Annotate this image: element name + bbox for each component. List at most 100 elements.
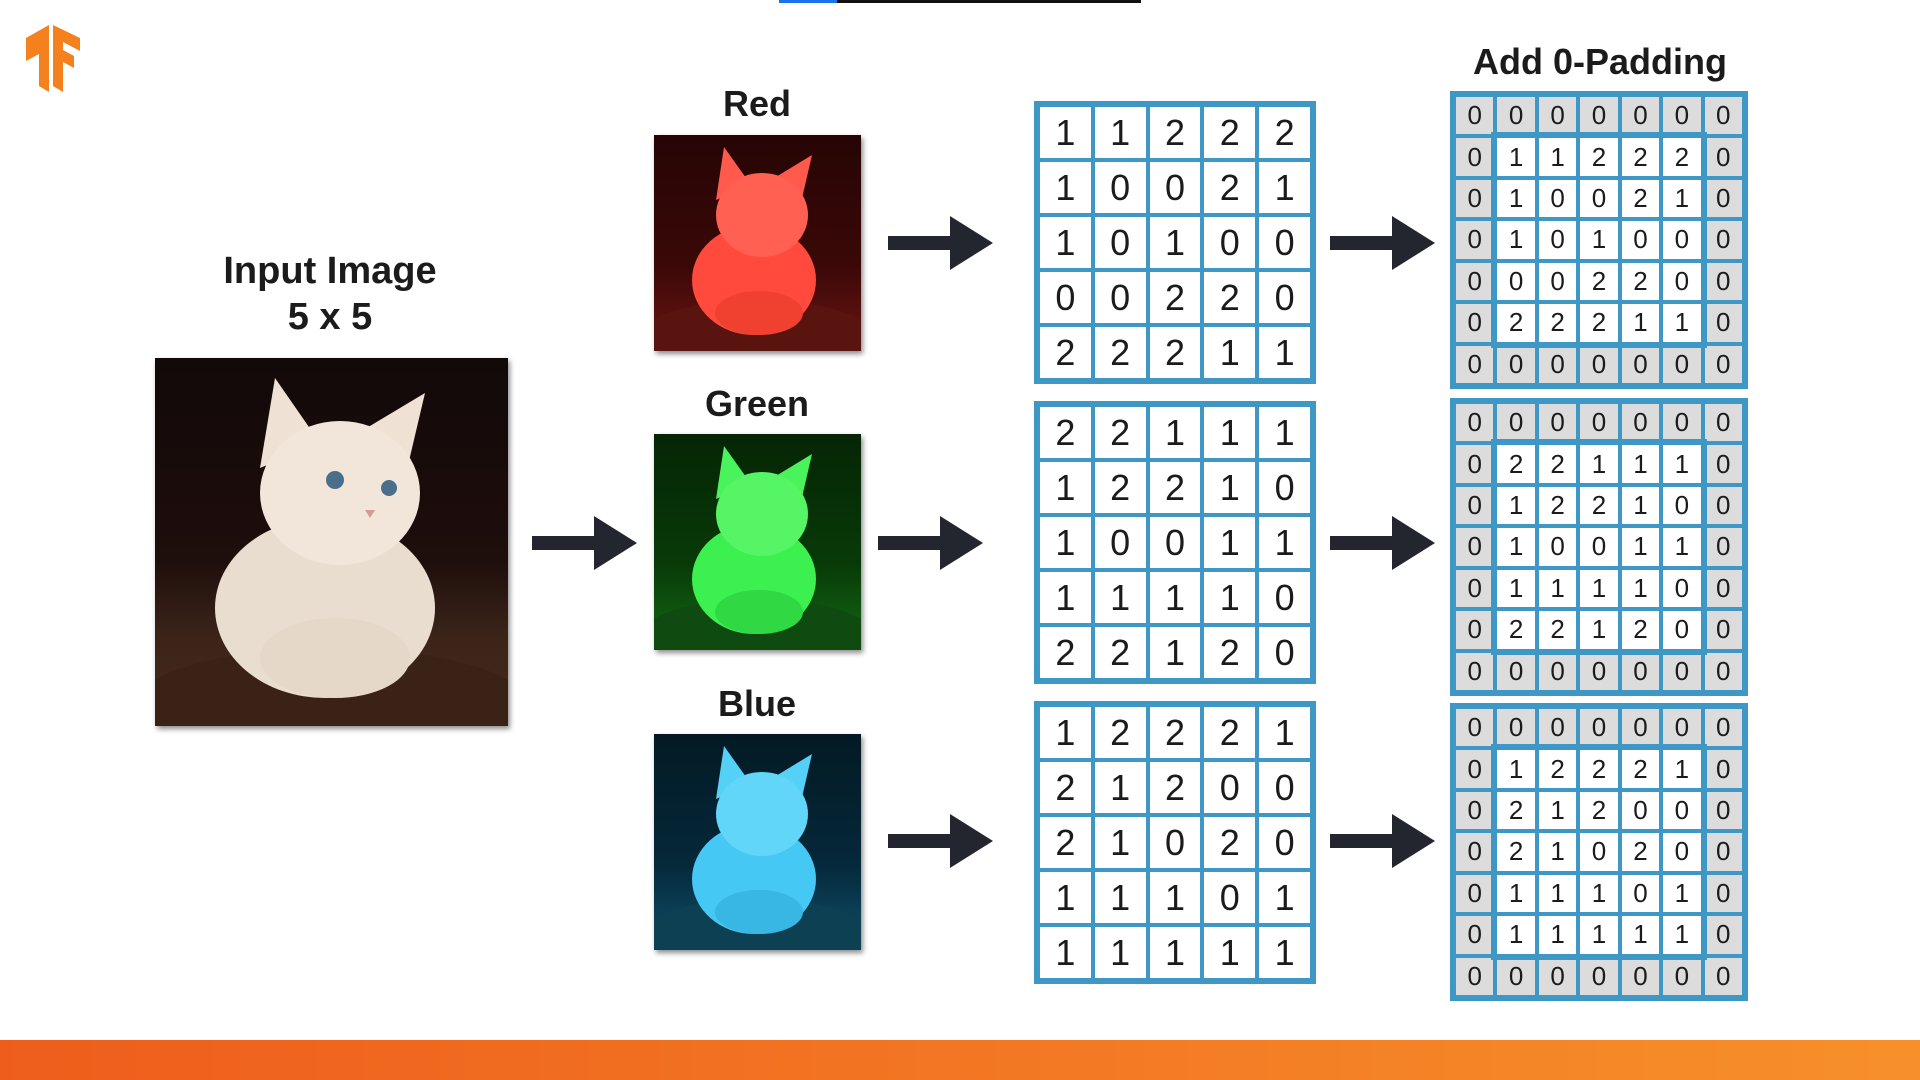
matrix-cell: 0 bbox=[1619, 219, 1662, 261]
arrow-right-icon bbox=[1330, 216, 1435, 270]
padding-cell: 0 bbox=[1495, 650, 1537, 692]
matrix-cell: 2 bbox=[1619, 748, 1662, 790]
padding-cell: 0 bbox=[1454, 789, 1496, 832]
matrix-cell: 2 bbox=[1038, 815, 1093, 870]
matrix-cell: 1 bbox=[1536, 831, 1579, 873]
matrix-cell: 1 bbox=[1495, 872, 1537, 915]
matrix-cell: 1 bbox=[1147, 215, 1203, 270]
matrix-cell: 1 bbox=[1038, 215, 1093, 270]
matrix-cell: 1 bbox=[1257, 325, 1312, 380]
matrix-cell: 0 bbox=[1147, 160, 1203, 215]
matrix-cell: 1 bbox=[1495, 748, 1537, 790]
matrix-cell: 2 bbox=[1202, 705, 1258, 760]
matrix-cell: 1 bbox=[1578, 914, 1620, 956]
matrix-cell: 1 bbox=[1092, 760, 1148, 815]
padding-cell: 0 bbox=[1702, 650, 1744, 692]
matrix-cell: 2 bbox=[1578, 484, 1620, 527]
matrix-cell: 1 bbox=[1147, 405, 1203, 460]
padding-cell: 0 bbox=[1454, 748, 1496, 790]
matrix-cell: 1 bbox=[1257, 160, 1312, 215]
padding-cell: 0 bbox=[1454, 136, 1496, 178]
matrix-cell: 1 bbox=[1038, 515, 1093, 570]
input-image-title-line2: 5 x 5 bbox=[287, 296, 373, 338]
matrix-cell: 1 bbox=[1495, 526, 1537, 568]
matrix-cell: 1 bbox=[1495, 219, 1537, 261]
matrix-cell: 2 bbox=[1536, 748, 1579, 790]
padding-cell: 0 bbox=[1619, 707, 1662, 749]
padding-cell: 0 bbox=[1661, 650, 1703, 692]
blue-channel-image bbox=[654, 734, 861, 950]
matrix-cell: 0 bbox=[1661, 219, 1703, 261]
padding-cell: 0 bbox=[1702, 136, 1744, 178]
arrow-right-icon bbox=[1330, 516, 1435, 570]
matrix-cell: 0 bbox=[1257, 760, 1312, 815]
progress-bar[interactable] bbox=[779, 0, 1141, 3]
matrix-cell: 1 bbox=[1578, 872, 1620, 915]
arrow-right-icon bbox=[532, 516, 637, 570]
matrix-cell: 0 bbox=[1202, 760, 1258, 815]
matrix-cell: 0 bbox=[1092, 270, 1148, 325]
matrix-cell: 2 bbox=[1147, 325, 1203, 380]
padding-cell: 0 bbox=[1702, 831, 1744, 873]
matrix-cell: 0 bbox=[1257, 815, 1312, 870]
padding-cell: 0 bbox=[1702, 95, 1744, 137]
matrix-cell: 1 bbox=[1257, 705, 1312, 760]
padding-cell: 0 bbox=[1578, 402, 1620, 444]
padding-cell: 0 bbox=[1702, 343, 1744, 385]
matrix-cell: 2 bbox=[1578, 136, 1620, 178]
matrix-cell: 1 bbox=[1661, 443, 1703, 485]
padding-cell: 0 bbox=[1454, 95, 1496, 137]
matrix-cell: 1 bbox=[1578, 443, 1620, 485]
padding-cell: 0 bbox=[1536, 650, 1579, 692]
padding-cell: 0 bbox=[1495, 95, 1537, 137]
matrix-cell: 2 bbox=[1092, 460, 1148, 515]
padding-cell: 0 bbox=[1454, 872, 1496, 915]
padding-cell: 0 bbox=[1702, 789, 1744, 832]
matrix-cell: 0 bbox=[1578, 526, 1620, 568]
padding-cell: 0 bbox=[1578, 343, 1620, 385]
arrow-right-icon bbox=[888, 216, 993, 270]
matrix-cell: 1 bbox=[1536, 789, 1579, 832]
padding-cell: 0 bbox=[1454, 707, 1496, 749]
padding-cell: 0 bbox=[1454, 609, 1496, 651]
matrix-cell: 2 bbox=[1147, 460, 1203, 515]
padding-cell: 0 bbox=[1702, 302, 1744, 344]
matrix-cell: 0 bbox=[1202, 870, 1258, 925]
matrix-cell: 1 bbox=[1202, 515, 1258, 570]
padding-cell: 0 bbox=[1454, 567, 1496, 610]
matrix-cell: 0 bbox=[1661, 609, 1703, 651]
matrix-cell: 1 bbox=[1147, 870, 1203, 925]
matrix-cell: 2 bbox=[1495, 831, 1537, 873]
matrix-cell: 0 bbox=[1092, 215, 1148, 270]
matrix-cell: 1 bbox=[1661, 302, 1703, 344]
padding-cell: 0 bbox=[1578, 650, 1620, 692]
matrix-cell: 0 bbox=[1661, 484, 1703, 527]
matrix-cell: 1 bbox=[1147, 570, 1203, 625]
matrix-cell: 0 bbox=[1257, 270, 1312, 325]
matrix-cell: 1 bbox=[1661, 748, 1703, 790]
padding-cell: 0 bbox=[1702, 872, 1744, 915]
padding-cell: 0 bbox=[1702, 748, 1744, 790]
matrix-cell: 2 bbox=[1536, 443, 1579, 485]
matrix-cell: 1 bbox=[1092, 815, 1148, 870]
matrix-cell: 1 bbox=[1092, 105, 1148, 160]
matrix-cell: 1 bbox=[1257, 925, 1312, 980]
padding-cell: 0 bbox=[1702, 955, 1744, 997]
padding-cell: 0 bbox=[1454, 219, 1496, 261]
matrix-cell: 1 bbox=[1202, 405, 1258, 460]
matrix-cell: 2 bbox=[1536, 302, 1579, 344]
matrix-cell: 2 bbox=[1038, 625, 1093, 680]
matrix-cell: 1 bbox=[1619, 567, 1662, 610]
padding-cell: 0 bbox=[1661, 343, 1703, 385]
tensorflow-logo bbox=[22, 24, 86, 94]
padding-cell: 0 bbox=[1454, 955, 1496, 997]
progress-bar-fill bbox=[779, 0, 837, 3]
matrix-cell: 2 bbox=[1202, 625, 1258, 680]
padding-cell: 0 bbox=[1454, 484, 1496, 527]
blue-channel-label: Blue bbox=[717, 683, 796, 724]
matrix-cell: 2 bbox=[1038, 760, 1093, 815]
matrix-cell: 1 bbox=[1038, 460, 1093, 515]
red-channel-label: Red bbox=[722, 83, 791, 124]
